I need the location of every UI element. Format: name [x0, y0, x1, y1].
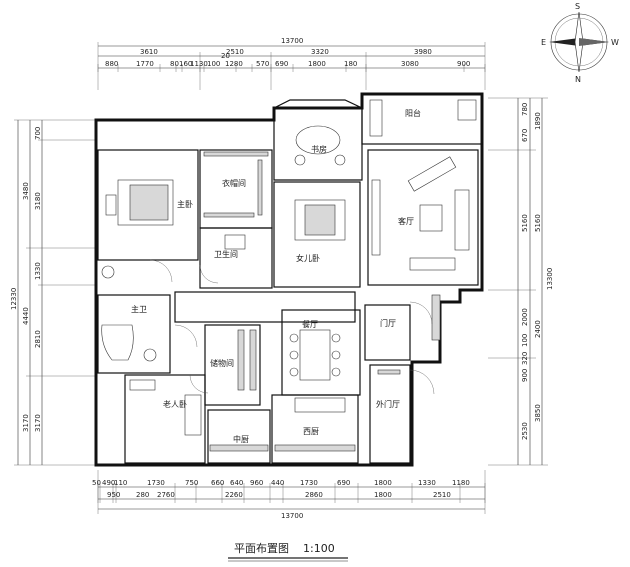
left-i-1: 3180: [34, 192, 42, 210]
room-labels: 书房 阳台 主卧 衣帽间 女儿卧 客厅 卫生间 主卫 餐厅 门厅 储物间 老人卧…: [131, 108, 421, 444]
right-i-6: 320: [521, 352, 529, 365]
compass: S N E W: [541, 2, 619, 84]
top-r2-6: 1280: [225, 60, 243, 68]
bot-r2-4: 2860: [305, 491, 323, 499]
bot-r2-1: 280: [136, 491, 149, 499]
top-r2-9: 690: [275, 60, 288, 68]
right-i-1: 670: [521, 129, 529, 142]
right-o-3: 3850: [534, 404, 542, 422]
room-daughter: 女儿卧: [296, 253, 320, 263]
top-r1-1: 2510: [226, 48, 244, 56]
room-master-bedroom: 主卧: [177, 199, 193, 209]
right-i-4: 100: [521, 334, 529, 347]
right-total: 13300: [546, 268, 554, 290]
title-scale: 1:100: [303, 542, 335, 555]
right-i-2: 5160: [521, 214, 529, 232]
top-r2-1: 1770: [136, 60, 154, 68]
compass-s: S: [575, 2, 580, 11]
furniture: [101, 99, 477, 452]
bot-r1-2: 110: [114, 479, 127, 487]
room-foyer: 门厅: [380, 318, 396, 328]
top-r2-8: 570: [256, 60, 269, 68]
top-r1-3: 3980: [414, 48, 432, 56]
right-i-7: 2530: [521, 422, 529, 440]
top-r2-5: 100: [207, 60, 220, 68]
right-i-3: 2000: [521, 308, 529, 326]
title-label: 平面布置图: [234, 542, 289, 555]
room-living: 客厅: [398, 216, 414, 226]
left-o-2: 3170: [22, 414, 30, 432]
left-i-2: 1330: [34, 262, 42, 280]
left-i-3: 2810: [34, 330, 42, 348]
bot-r1-4: 750: [185, 479, 198, 487]
left-o-0: 3480: [22, 182, 30, 200]
top-dimensions: 13700 3610 2510 3320 3980 880 1770 80 16…: [97, 37, 486, 90]
top-r2-13: 900: [457, 60, 470, 68]
bot-r1-0: 50: [92, 479, 101, 487]
bot-r1-12: 1330: [418, 479, 436, 487]
top-r2-10: 1800: [308, 60, 326, 68]
top-r2-2: 80: [170, 60, 179, 68]
bot-r1-9: 1730: [300, 479, 318, 487]
bot-r1-10: 690: [337, 479, 350, 487]
room-storage: 储物间: [210, 358, 234, 368]
room-kitchen-west: 西厨: [303, 427, 319, 436]
room-kitchen-cn: 中厨: [233, 434, 249, 444]
top-r1-2: 3320: [311, 48, 329, 56]
bot-r1-5: 660: [211, 479, 224, 487]
bot-r1-6: 640: [230, 479, 243, 487]
right-i-0: 780: [521, 103, 529, 116]
bottom-total: 13700: [281, 512, 303, 520]
top-r2-0: 880: [105, 60, 118, 68]
left-total: 12330: [10, 288, 18, 310]
drawing-title: 平面布置图 1:100: [228, 542, 348, 562]
top-r2-3: 160: [179, 60, 192, 68]
room-study: 书房: [311, 144, 327, 154]
top-r2-7: 20: [221, 52, 230, 60]
room-balcony: 阳台: [405, 108, 421, 118]
room-cloakroom: 衣帽间: [222, 178, 246, 188]
bot-r2-2: 2760: [157, 491, 175, 499]
bot-r2-3: 2260: [225, 491, 243, 499]
top-r1-0: 3610: [140, 48, 158, 56]
room-elder: 老人卧: [163, 399, 187, 409]
room-dining: 餐厅: [302, 320, 318, 329]
room-outer-foyer: 外门厅: [376, 399, 400, 409]
right-o-1: 5160: [534, 214, 542, 232]
room-bathroom: 卫生间: [214, 249, 238, 259]
room-master-bath: 主卫: [131, 304, 147, 314]
top-r2-4: 1130: [190, 60, 208, 68]
left-o-1: 4440: [22, 307, 30, 325]
left-i-4: 3170: [34, 414, 42, 432]
top-total: 13700: [281, 37, 303, 45]
bot-r1-13: 1180: [452, 479, 470, 487]
bot-r2-0: 950: [107, 491, 120, 499]
bot-r1-1: 490: [102, 479, 115, 487]
right-dimensions: 13300 1890 5160 2400 3850 780 670 5160 2…: [488, 97, 554, 466]
compass-n: N: [575, 75, 581, 84]
right-o-0: 1890: [534, 112, 542, 130]
bot-r1-7: 960: [250, 479, 263, 487]
compass-e: E: [541, 38, 546, 47]
right-o-2: 2400: [534, 320, 542, 338]
bot-r1-3: 1730: [147, 479, 165, 487]
left-i-0: 700: [34, 127, 42, 140]
left-dimensions: 12330 3480 4440 3170 700 3180 1330 2810 …: [10, 119, 96, 466]
bot-r1-8: 440: [271, 479, 284, 487]
right-i-5: 900: [521, 369, 529, 382]
bot-r1-11: 1800: [374, 479, 392, 487]
bot-r2-5: 1800: [374, 491, 392, 499]
top-r2-11: 180: [344, 60, 357, 68]
walls: [94, 92, 484, 467]
top-r2-12: 3080: [401, 60, 419, 68]
bot-r2-6: 2510: [433, 491, 451, 499]
compass-w: W: [611, 38, 619, 47]
bottom-dimensions: 50 490 110 1730 750 660 640 960 440 1730…: [92, 470, 486, 520]
